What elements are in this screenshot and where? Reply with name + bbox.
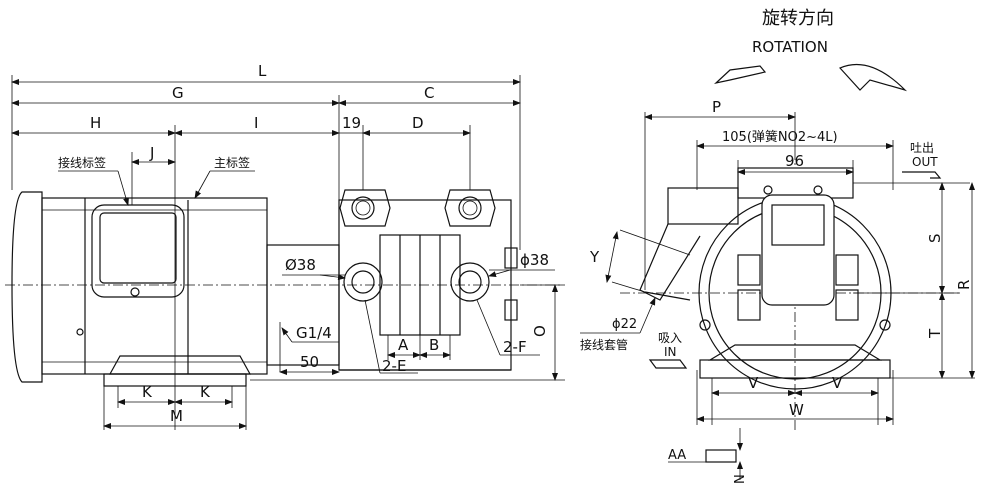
dim-L: L <box>258 62 267 80</box>
outlet-arrow-icon <box>902 171 942 179</box>
dim-T: T <box>926 328 944 339</box>
dim-S: S <box>926 233 944 243</box>
rotation-arrow-head <box>838 63 908 92</box>
junction-box <box>91 204 185 298</box>
dim-J: J <box>149 144 154 162</box>
junction-arm <box>667 187 739 225</box>
dim-dia22: ϕ22 <box>612 317 637 332</box>
dim-2F: 2-F <box>503 338 527 356</box>
hex-bolt-icon <box>444 189 496 227</box>
dim-P: P <box>712 98 721 116</box>
outlet-en: OUT <box>912 155 938 169</box>
dim-A: A <box>398 336 409 354</box>
dim-R: R <box>955 280 973 290</box>
dim-G14: G1/4 <box>296 324 332 342</box>
dim-G: G <box>172 84 184 102</box>
motor-body <box>41 197 268 375</box>
outlet-port-icon <box>450 262 490 302</box>
dim-V1: V <box>748 374 759 392</box>
motor-end-cap <box>11 191 43 383</box>
conduit-fitting <box>639 223 701 301</box>
rotation-arrow-tail <box>713 65 767 85</box>
rotation-header: 旋转方向 ROTATION <box>713 8 908 92</box>
pump-cover <box>737 167 854 199</box>
ground-screw-icon <box>76 328 84 336</box>
dim-K2: K <box>200 383 211 401</box>
inlet-en: IN <box>664 345 677 359</box>
dim-96: 96 <box>785 152 804 170</box>
dim-B: B <box>429 336 439 354</box>
dim-D: D <box>412 114 424 132</box>
dim-C: C <box>424 84 434 102</box>
inlet-cn: 吸入 <box>658 331 682 345</box>
motor-foot <box>108 355 252 375</box>
dim-M: M <box>170 407 183 425</box>
dim-105: 105(弹簧NO2~4L) <box>722 129 838 145</box>
main-label: 主标签 <box>214 155 250 170</box>
dim-dia38-right: ϕ38 <box>520 251 549 269</box>
dim-N: N <box>733 474 748 484</box>
hex-bolt-icon <box>339 189 391 227</box>
junction-screw-icon <box>130 287 140 297</box>
conduit-cn: 接线套管 <box>580 337 628 352</box>
rotation-title-en: ROTATION <box>752 38 828 56</box>
dim-I: I <box>254 114 258 132</box>
dim-W: W <box>789 401 804 419</box>
dim-H: H <box>90 114 101 132</box>
rotation-title-cn: 旋转方向 <box>762 8 834 29</box>
wiring-label: 接线标签 <box>58 155 106 170</box>
dim-Y: Y <box>589 248 600 266</box>
side-view: L G C H I 19 D J 接线标签 主标签 Ø38 ϕ38 <box>5 62 565 430</box>
dim-2E: 2-E <box>382 357 406 375</box>
front-view: P 105(弹簧NO2~4L) 96 Y 吐出 OUT S R T ϕ22 接线… <box>580 98 975 484</box>
dim-V2: V <box>832 374 843 392</box>
outlet-cn: 吐出 <box>910 141 934 155</box>
pump-block <box>761 194 835 306</box>
inlet-port-icon <box>343 262 383 302</box>
dim-K1: K <box>142 383 153 401</box>
foot-section-detail <box>705 449 737 463</box>
inlet-arrow-icon <box>648 359 688 369</box>
dim-dia38-left: Ø38 <box>285 256 316 274</box>
dim-AA: AA <box>668 448 686 463</box>
dim-50: 50 <box>300 353 319 371</box>
dim-19: 19 <box>342 114 361 132</box>
dim-O: O <box>531 325 549 337</box>
